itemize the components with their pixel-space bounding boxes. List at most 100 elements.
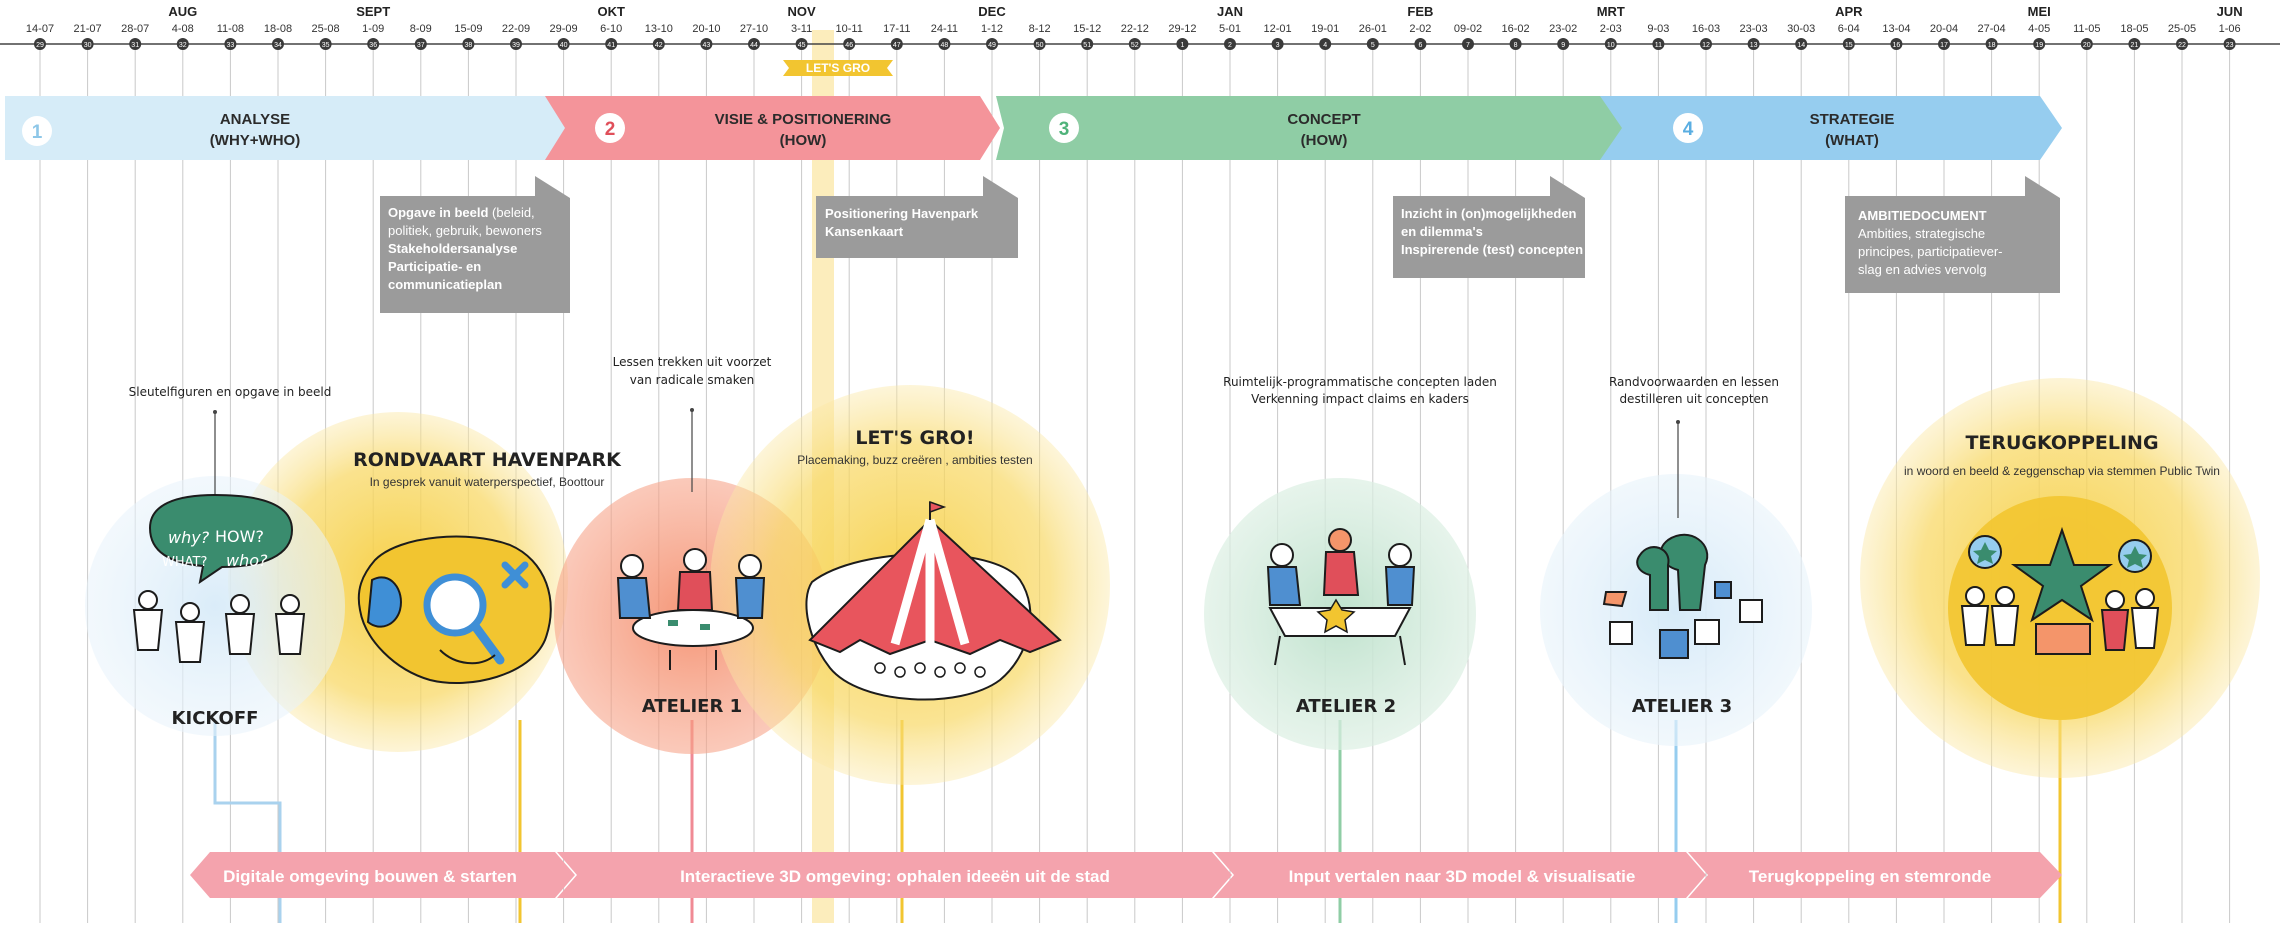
week-number: 19 bbox=[2035, 42, 2043, 49]
week-number: 32 bbox=[179, 42, 187, 49]
deliverable-box-3: Inzicht in (on)mogelijkheden en dilemma'… bbox=[1393, 176, 1585, 278]
deliverable-4-line-4: slag en advies vervolg bbox=[1858, 262, 1987, 277]
week-label: 18-08 bbox=[264, 23, 292, 35]
week-number: 12 bbox=[1702, 42, 1710, 49]
kickoff-title: KICKOFF bbox=[172, 708, 259, 729]
week-marker bbox=[176, 38, 189, 50]
lets-gro-title: LET'S GRO! bbox=[855, 427, 974, 449]
week-marker bbox=[652, 38, 665, 50]
week-marker bbox=[1604, 38, 1617, 50]
phase-2-title: VISIE & POSITIONERING bbox=[715, 111, 892, 128]
atelier-2-note-line-2: Verkenning impact claims en kaders bbox=[1251, 392, 1469, 406]
terugkoppeling-title: TERUGKOPPELING bbox=[1965, 432, 2158, 454]
week-marker bbox=[319, 38, 332, 50]
atelier-1-note-line-2: van radicale smaken bbox=[630, 373, 754, 387]
week-number: 6 bbox=[1418, 42, 1422, 49]
deliverable-2-line-1: Positionering Havenpark bbox=[825, 206, 979, 221]
week-number: 45 bbox=[798, 42, 806, 49]
week-marker bbox=[890, 38, 903, 50]
week-label: 23-02 bbox=[1549, 23, 1577, 35]
atelier-3-note-line-2: destilleren uit concepten bbox=[1619, 392, 1768, 406]
week-marker bbox=[557, 38, 570, 50]
week-label: 09-02 bbox=[1454, 23, 1482, 35]
week-marker bbox=[1462, 38, 1474, 50]
atelier-2-title: ATELIER 2 bbox=[1296, 696, 1396, 717]
week-number: 37 bbox=[417, 42, 425, 49]
week-number: 42 bbox=[655, 42, 663, 49]
deliverable-box-2: Positionering Havenpark Kansenkaart bbox=[816, 176, 1018, 258]
week-marker bbox=[1700, 38, 1712, 50]
week-marker bbox=[986, 38, 998, 50]
week-label: 9-03 bbox=[1647, 23, 1669, 35]
week-number: 20 bbox=[2083, 42, 2091, 49]
week-marker bbox=[605, 38, 618, 50]
month-label: MRT bbox=[1597, 4, 1625, 19]
week-label: 25-08 bbox=[312, 23, 340, 35]
deliverable-1-line-4: Participatie- en bbox=[388, 259, 481, 274]
week-label: 4-08 bbox=[172, 23, 194, 35]
deliverable-box-4: AMBITIEDOCUMENT Ambities, strategische p… bbox=[1845, 176, 2060, 293]
week-label: 5-01 bbox=[1219, 23, 1241, 35]
week-marker bbox=[700, 38, 713, 50]
phase-2-number: 2 bbox=[605, 119, 616, 140]
month-label: NOV bbox=[788, 4, 817, 19]
week-label: 2-03 bbox=[1600, 23, 1622, 35]
week-label: 18-05 bbox=[2120, 23, 2148, 35]
lets-gro-tag: LET'S GRO bbox=[783, 60, 893, 76]
lets-gro-tag-label: LET'S GRO bbox=[806, 61, 870, 75]
week-label: 29-12 bbox=[1168, 23, 1196, 35]
bottom-bar-segment-1 bbox=[190, 852, 575, 898]
week-number: 17 bbox=[1940, 42, 1948, 49]
week-marker bbox=[1985, 38, 1998, 50]
month-label: APR bbox=[1835, 4, 1863, 19]
week-number: 36 bbox=[369, 42, 377, 49]
week-marker bbox=[1652, 38, 1665, 50]
phase-4-subtitle: (WHAT) bbox=[1825, 132, 1879, 149]
week-number: 29 bbox=[36, 42, 44, 49]
week-number: 30 bbox=[84, 42, 92, 49]
rondvaart-title: RONDVAART HAVENPARK bbox=[353, 449, 622, 471]
week-number: 43 bbox=[703, 42, 711, 49]
deliverable-1-line-5: communicatieplan bbox=[388, 277, 502, 292]
week-number: 15 bbox=[1845, 42, 1853, 49]
week-label: 6-04 bbox=[1838, 23, 1860, 35]
phase-4-arrow bbox=[1600, 96, 2062, 160]
week-marker bbox=[1081, 38, 1094, 50]
deliverable-1-line-1: (beleid, bbox=[488, 205, 534, 220]
sketch-word-who: who? bbox=[226, 551, 268, 570]
week-marker bbox=[2128, 38, 2141, 50]
week-label: 19-01 bbox=[1311, 23, 1339, 35]
rondvaart-subtitle: In gesprek vanuit waterperspectief, Boot… bbox=[370, 475, 605, 489]
week-label: 10-11 bbox=[836, 23, 863, 35]
week-label: 22-12 bbox=[1121, 23, 1149, 35]
week-number: 7 bbox=[1466, 42, 1470, 49]
week-number: 4 bbox=[1323, 42, 1327, 49]
phase-3-number: 3 bbox=[1059, 119, 1070, 140]
week-marker bbox=[1747, 38, 1760, 50]
deliverable-3-line-1: Inzicht in (on)mogelijkheden bbox=[1401, 206, 1577, 221]
week-label: 27-04 bbox=[1978, 23, 2006, 35]
phase-arrows: 1 ANALYSE (WHY+WHO) 2 VISIE & POSITIONER… bbox=[5, 96, 2062, 160]
phase-2-arrow bbox=[545, 96, 1000, 160]
week-marker bbox=[795, 38, 808, 50]
svg-text:Opgave in beeld (beleid,: Opgave in beeld (beleid, politiek, gebru… bbox=[388, 205, 546, 292]
deliverable-4-line-1: AMBITIEDOCUMENT bbox=[1858, 208, 1987, 223]
week-label: 11-05 bbox=[2073, 23, 2100, 35]
week-label: 1-12 bbox=[981, 23, 1003, 35]
week-marker bbox=[843, 38, 856, 50]
phase-4-number-badge bbox=[1673, 113, 1703, 143]
week-marker bbox=[1890, 38, 1903, 50]
week-number: 46 bbox=[845, 42, 853, 49]
week-label: 4-05 bbox=[2028, 23, 2050, 35]
week-label: 2-02 bbox=[1409, 23, 1431, 35]
terugkoppeling-subtitle: in woord en beeld & zeggenschap via stem… bbox=[1904, 464, 2220, 478]
week-number: 49 bbox=[988, 42, 996, 49]
deliverable-4-line-3: principes, participatiever- bbox=[1858, 244, 2003, 259]
week-number: 13 bbox=[1750, 42, 1758, 49]
week-label: 27-10 bbox=[740, 23, 768, 35]
week-label: 3-11 bbox=[791, 23, 812, 35]
phase-3-title: CONCEPT bbox=[1287, 111, 1360, 128]
week-marker bbox=[1509, 38, 1522, 50]
